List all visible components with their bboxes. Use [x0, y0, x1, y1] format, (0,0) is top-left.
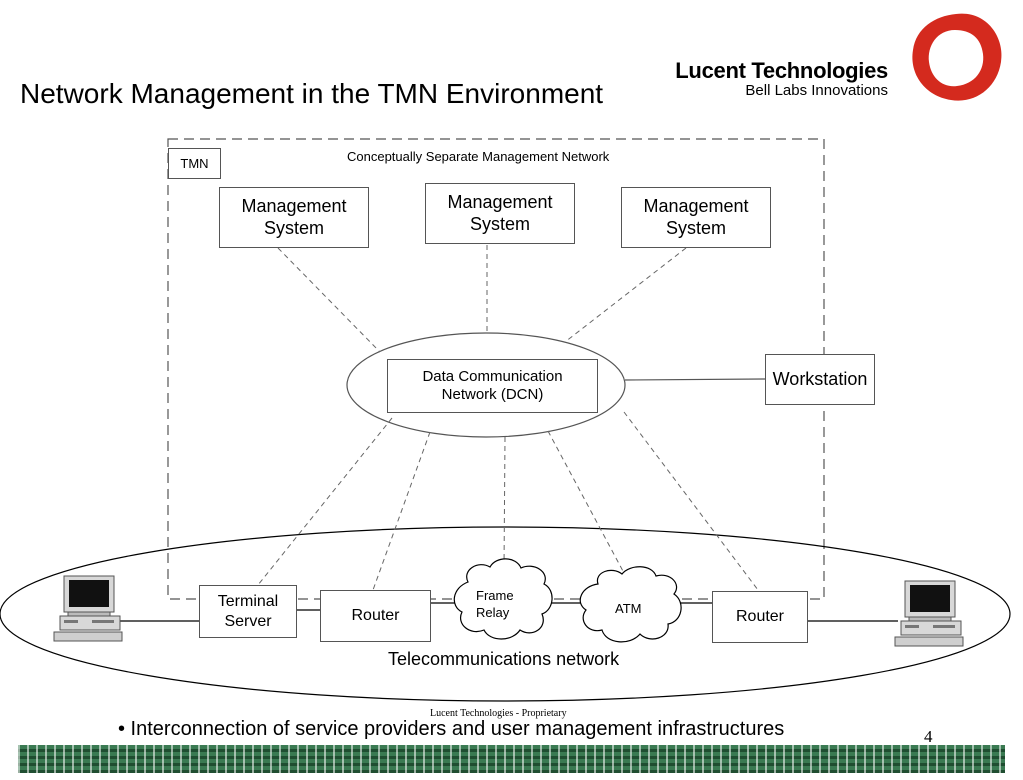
router-right-box: Router — [712, 591, 808, 643]
dcn-links — [257, 245, 759, 591]
brand-name: Lucent Technologies — [675, 58, 888, 83]
dcn-box: Data Communication Network (DCN) — [387, 359, 598, 413]
link-ms1-dcn — [277, 247, 381, 353]
computer-icon — [53, 575, 123, 642]
link-dcn-frame-relay — [503, 436, 506, 569]
footer-note: Lucent Technologies - Proprietary — [430, 708, 567, 719]
cloud-icon — [453, 558, 553, 640]
management-system-box: Management System — [621, 187, 771, 248]
frame-relay-label: Frame Relay — [476, 588, 514, 620]
brand-subtitle: Bell Labs Innovations — [745, 82, 888, 99]
computer-icon — [894, 580, 964, 647]
red-ring-logo-icon — [912, 13, 1002, 101]
router-left-box: Router — [320, 590, 431, 642]
workstation-box: Workstation — [765, 354, 875, 405]
link-dcn-workstation — [624, 378, 767, 381]
tmn-label: TMN — [168, 148, 221, 179]
decorative-pattern-bar — [18, 745, 1005, 773]
brand: Lucent Technologies Bell Labs Innovation… — [640, 58, 888, 99]
tmn-caption: Conceptually Separate Management Network — [347, 149, 610, 164]
telecom-network-ellipse — [0, 526, 1011, 702]
management-system-box: Management System — [219, 187, 369, 248]
terminal-server-box: Terminal Server — [199, 585, 297, 638]
link-dcn-router-right — [623, 411, 759, 591]
management-system-box: Management System — [425, 183, 575, 244]
link-ms3-dcn — [564, 247, 687, 343]
bullet-point: • Interconnection of service providers a… — [118, 718, 785, 740]
link-dcn-router-left — [372, 431, 431, 591]
link-dcn-atm — [547, 430, 625, 574]
page-title: Network Management in the TMN Environmen… — [20, 78, 604, 109]
telecom-network-label: Telecommunications network — [388, 649, 620, 669]
page-number: 4 — [924, 727, 933, 746]
network-links — [120, 602, 898, 622]
link-dcn-terminal-server — [257, 417, 393, 586]
atm-label: ATM — [615, 601, 642, 616]
cloud-icon — [579, 566, 682, 643]
